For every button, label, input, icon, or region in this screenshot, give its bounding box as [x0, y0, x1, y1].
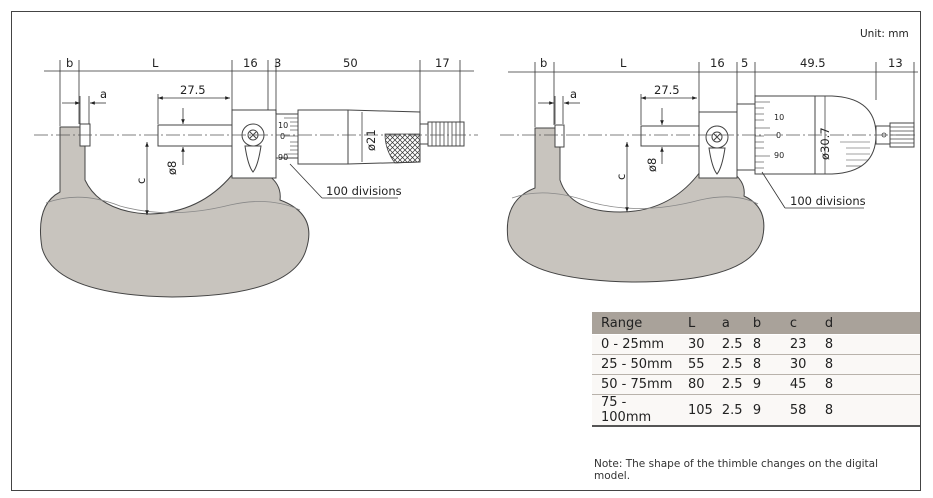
table-cell: 8 [815, 374, 920, 395]
table-header: b [743, 312, 781, 335]
left-scale-mid: 0 [280, 132, 285, 141]
right-scale-bottom: 90 [774, 151, 784, 160]
left-frame-body [39, 126, 310, 298]
left-dim-27-5: 27.5 [180, 83, 206, 97]
left-dim-dia8: ø8 [165, 161, 179, 175]
table-cell: 30 [780, 354, 816, 375]
right-lock-lever [708, 147, 726, 175]
table-cell: 23 [780, 334, 816, 355]
table-cell: 8 [815, 394, 920, 427]
table-header: c [780, 312, 816, 335]
left-divisions-label: 100 divisions [326, 184, 402, 198]
right-dim-16: 16 [710, 56, 725, 70]
table-cell: 30 [679, 334, 713, 355]
table-row: 50 - 75mm 80 2.5 9 45 8 [592, 374, 920, 395]
dimension-table: Range L a b c d 0 - 25mm 30 2.5 8 23 8 2… [592, 312, 920, 427]
left-lock-lever [244, 145, 262, 173]
unit-label: Unit: mm [860, 28, 909, 40]
table-cell: 2.5 [712, 334, 744, 355]
left-dim-a: a [100, 87, 107, 101]
right-spindle [640, 125, 700, 147]
right-scale-top: 10 [774, 113, 784, 122]
right-dim-49-5: 49.5 [800, 56, 826, 70]
table-cell: 9 [743, 374, 781, 395]
left-dim-50: 50 [343, 56, 358, 70]
table-cell: 8 [743, 354, 781, 375]
table-cell: 9 [743, 394, 781, 427]
table-cell: 8 [743, 334, 781, 355]
right-micrometer: 10 0 90 [500, 56, 918, 283]
table-header-row: Range L a b c d [592, 312, 920, 335]
table-cell: 45 [780, 374, 816, 395]
left-dim-3: 3 [274, 56, 281, 70]
table-header: d [815, 312, 920, 335]
left-dim-dia21: ø21 [364, 129, 378, 151]
table-cell: 0 - 25mm [592, 334, 679, 355]
table-cell: 80 [679, 374, 713, 395]
left-ratchet [419, 123, 429, 145]
table-row: 75 - 100mm 105 2.5 9 58 8 [592, 394, 920, 427]
left-scale-top: 10 [278, 121, 288, 130]
left-dim-b: b [66, 56, 73, 70]
table-row: 0 - 25mm 30 2.5 8 23 8 [592, 334, 920, 355]
left-dim-16: 16 [243, 56, 258, 70]
left-scale-bottom: 90 [278, 153, 288, 162]
right-dim-L: L [620, 56, 627, 70]
right-dim-5: 5 [741, 56, 748, 70]
right-dim-b: b [540, 56, 547, 70]
left-dim-L: L [152, 56, 159, 70]
table-cell: 55 [679, 354, 713, 375]
left-spindle [157, 124, 233, 147]
right-dim-27-5: 27.5 [654, 83, 680, 97]
table-cell: 8 [815, 334, 920, 355]
left-dim-c: c [134, 178, 148, 184]
table-cell: 25 - 50mm [592, 354, 679, 375]
table-cell: 75 - 100mm [592, 394, 679, 427]
right-dim-c: c [614, 174, 628, 180]
right-scale-mid: 0 [776, 131, 781, 140]
table-cell: 2.5 [712, 374, 744, 395]
table-header: a [712, 312, 744, 335]
table-cell: 8 [815, 354, 920, 375]
right-sleeve [736, 103, 756, 171]
table-header: L [679, 312, 713, 335]
left-thimble-knurl [384, 133, 421, 164]
right-dim-dia30-7: ø30.7 [818, 127, 832, 160]
right-dim-dia8: ø8 [645, 158, 659, 172]
left-micrometer: 10 0 90 [34, 56, 478, 298]
table-header: Range [592, 312, 679, 335]
figure-frame [11, 11, 921, 491]
table-note: Note: The shape of the thimble changes o… [594, 458, 879, 482]
left-dim-17: 17 [435, 56, 450, 70]
table-cell: 2.5 [712, 354, 744, 375]
table-cell: 105 [679, 394, 713, 427]
table-cell: 50 - 75mm [592, 374, 679, 395]
right-dim-a: a [570, 87, 577, 101]
right-divisions-label: 100 divisions [790, 194, 866, 208]
table-cell: 2.5 [712, 394, 744, 427]
table-row: 25 - 50mm 55 2.5 8 30 8 [592, 354, 920, 375]
right-dim-13: 13 [888, 56, 903, 70]
table-cell: 58 [780, 394, 816, 427]
right-anvil [554, 124, 565, 148]
